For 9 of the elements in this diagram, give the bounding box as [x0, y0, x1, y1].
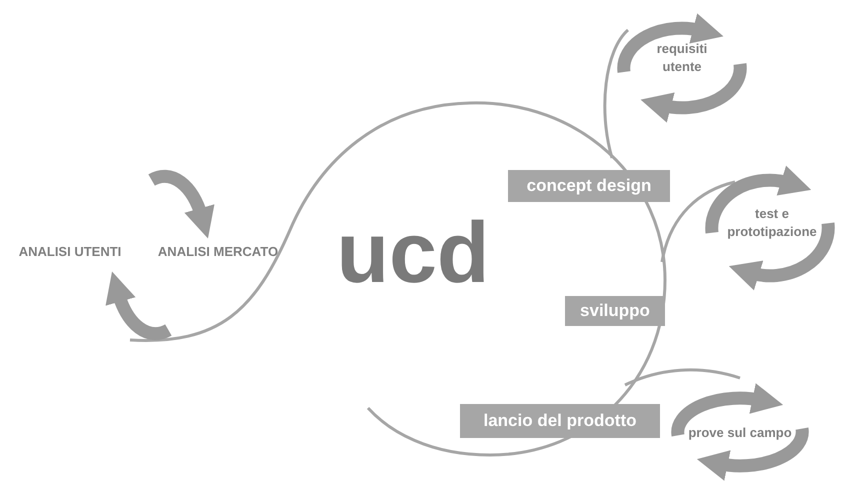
phase-label: ANALISI MERCATO — [156, 243, 280, 261]
step-label-box: lancio del prodotto — [460, 404, 660, 438]
phase-label: prove sul campo — [687, 424, 793, 442]
phase-label: requisiti utente — [656, 40, 708, 76]
step-label-box: concept design — [508, 170, 670, 202]
diagram-title-text: ucd — [336, 210, 490, 296]
phase-label: ANALISI UTENTI — [18, 243, 122, 261]
step-label-box: sviluppo — [565, 296, 665, 326]
phase-label: test e prototipazione — [726, 205, 818, 240]
